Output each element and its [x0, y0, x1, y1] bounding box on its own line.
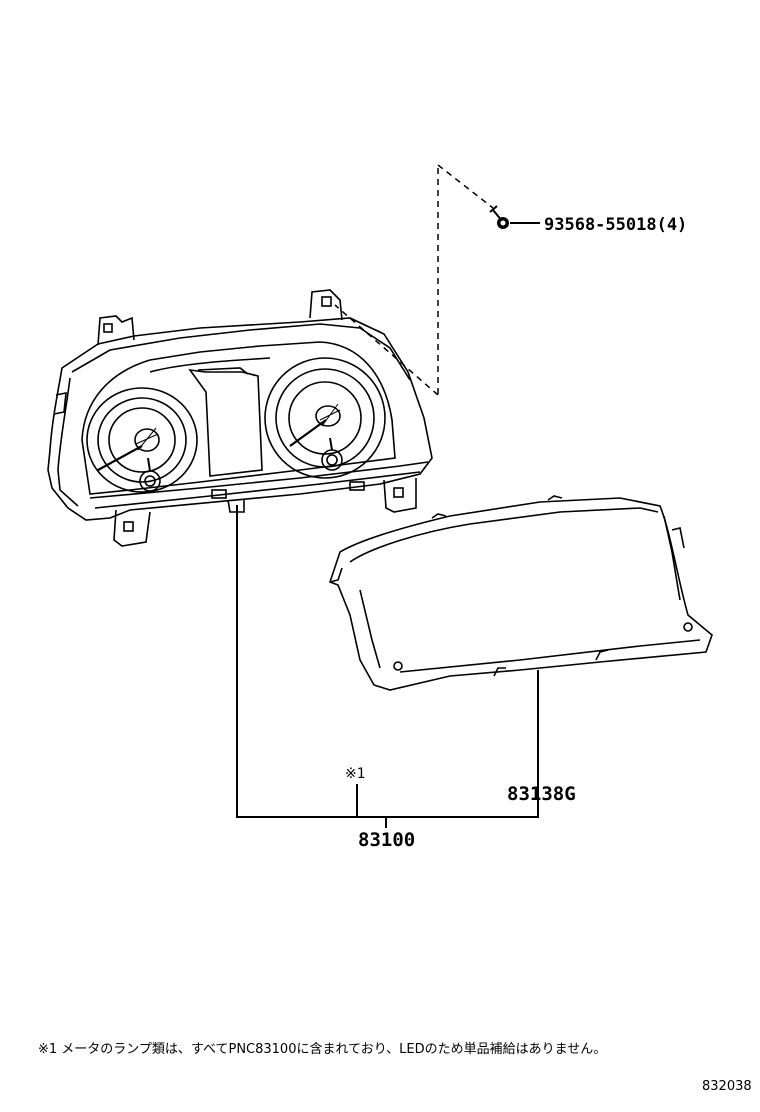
- meter-lens-illustration: [328, 495, 713, 691]
- screw-alignment-dashed-line: [334, 164, 494, 396]
- screw-part-number: 93568-55018(4): [544, 215, 687, 235]
- note-reference-mark: ※1: [345, 766, 366, 782]
- screw-icon: [489, 205, 509, 229]
- illustration-id: 832038: [702, 1079, 752, 1094]
- combination-meter-illustration: [47, 289, 433, 547]
- assembly-bracket-line: [236, 505, 539, 818]
- lens-part-number: 83138G: [507, 783, 576, 805]
- footnote-text: ※1 メータのランプ類は、すべてPNC83100に含まれており、LEDのため単品…: [38, 1041, 606, 1057]
- assembly-part-number: 83100: [358, 829, 415, 851]
